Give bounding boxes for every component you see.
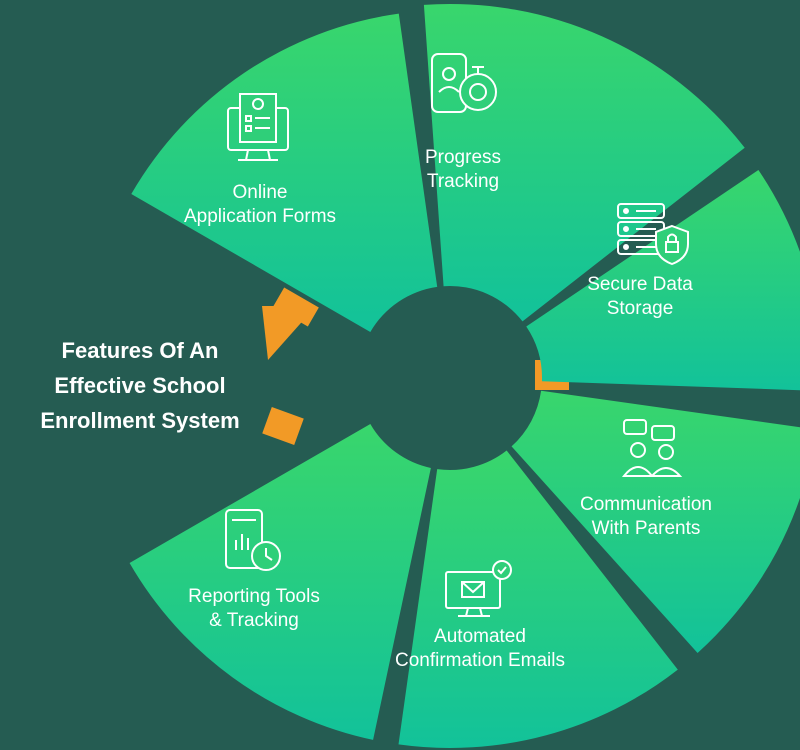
feature-label-line: Confirmation Emails <box>395 650 565 671</box>
diagram-title: Features Of An Effective School Enrollme… <box>40 338 239 433</box>
segment-shape <box>398 450 678 748</box>
arrow-connector-bar <box>273 287 319 327</box>
segment-shape <box>511 390 800 653</box>
phone-stopwatch-icon <box>431 53 497 113</box>
feature-label-line: Tracking <box>427 171 499 192</box>
parents-chat-icon <box>621 419 683 477</box>
feature-label-line: Communication <box>580 494 712 515</box>
feature-label-line: Progress <box>425 147 501 168</box>
segment-shape <box>131 13 438 332</box>
segment-shape <box>423 4 745 322</box>
application-form-icon <box>227 93 289 161</box>
tablet-chart-clock-icon <box>225 509 281 571</box>
feature-label-line: Secure Data <box>587 274 693 295</box>
title-line-2: Effective School <box>54 373 225 398</box>
server-lock-icon <box>617 203 689 266</box>
segment-shape <box>526 169 800 391</box>
feature-label-line: Application Forms <box>184 206 336 227</box>
feature-label-line: Reporting Tools <box>188 586 320 607</box>
segment-shape <box>129 424 431 740</box>
title-line-3: Enrollment System <box>40 408 239 433</box>
feature-label-line: With Parents <box>592 518 701 539</box>
feature-label-line: Automated <box>434 626 526 647</box>
feature-label-line: Storage <box>607 298 674 319</box>
feature-label-line: & Tracking <box>209 610 299 631</box>
title-line-1: Features Of An <box>62 338 219 363</box>
connector-6 <box>262 407 304 445</box>
monitor-email-icon <box>445 560 512 617</box>
feature-label-line: Online <box>233 182 288 203</box>
feature-segment-6: Reporting Tools & Tracking <box>129 424 431 740</box>
